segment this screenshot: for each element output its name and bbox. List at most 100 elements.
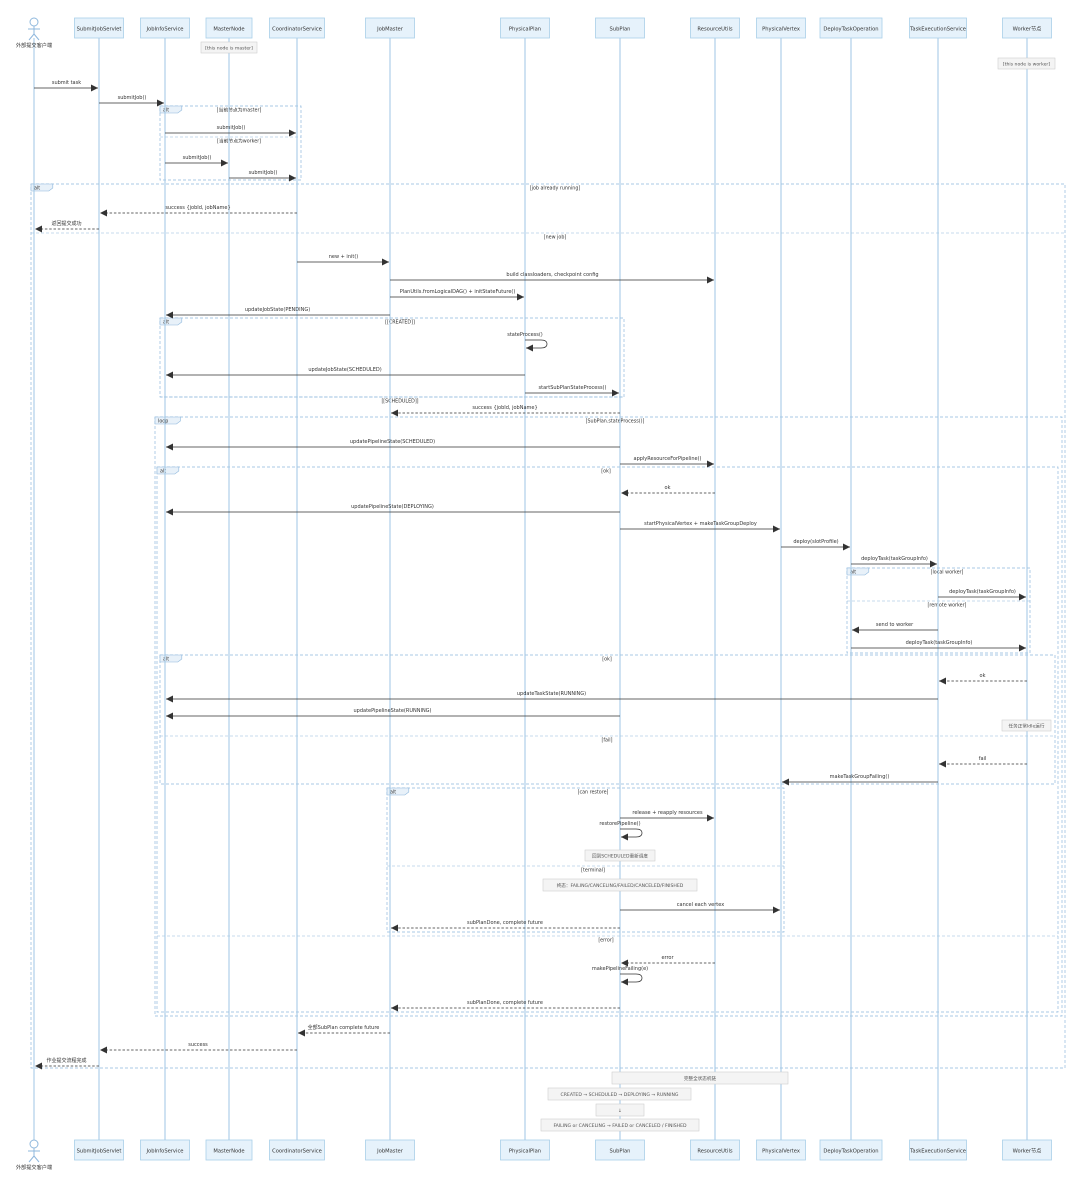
message: restorePipeline() <box>599 821 643 841</box>
message-label: startPhysicalVertex + makeTaskGroupDeplo… <box>644 521 757 527</box>
message: submitJob() <box>99 95 164 107</box>
message: fail <box>939 756 1027 768</box>
fragment-condition: [remote worker] <box>928 603 967 609</box>
participant-label: CoordinatorService <box>272 1149 322 1155</box>
fragment-condition: [fail] <box>601 738 612 744</box>
note-text: 完整全状态机链 <box>684 1075 717 1082</box>
message: updateJobState(SCHEDULED) <box>166 367 525 379</box>
fragment-loop: loop[SubPlan.stateProcess()] <box>154 416 1063 1017</box>
message-label: startSubPlanStateProcess() <box>539 385 607 391</box>
message: ok <box>939 673 1027 685</box>
actor-figure <box>28 1148 40 1163</box>
fragment-condition: [当前节点为worker] <box>217 138 261 145</box>
note-box <box>540 1118 700 1132</box>
participant-label: PhysicalPlan <box>509 27 541 33</box>
fragment-kind: alt <box>34 185 40 191</box>
note: [this node is master] <box>200 41 258 54</box>
message: subPlanDone, complete future <box>391 920 620 932</box>
participant-label: TaskExecutionService <box>909 27 966 33</box>
note: 回到SCHEDULED重新调度 <box>584 849 656 862</box>
participant-box <box>269 1139 325 1161</box>
fragment-condition: [error] <box>598 938 613 944</box>
message: send to worker <box>852 622 938 634</box>
message-label: success <box>188 1042 208 1048</box>
message-label: ok <box>665 485 671 491</box>
fragment-alt: alt[ok][error] <box>156 466 1059 1013</box>
message-label: updateJobState(PENDING) <box>245 307 310 313</box>
participant-box <box>269 17 325 39</box>
message: build classloaders, checkpoint config <box>390 272 714 284</box>
fragment-tag <box>156 466 180 475</box>
note-box <box>997 57 1056 70</box>
participant-deploy-bottom: DeployTaskOperation <box>819 1139 883 1161</box>
participant-label: Worker节点 <box>1013 1148 1042 1155</box>
message-label: submitJob() <box>217 125 246 131</box>
note-box <box>584 849 656 862</box>
participant-label: MasterNode <box>213 27 244 33</box>
message: 返回提交成功 <box>35 220 99 233</box>
participant-box <box>909 17 967 39</box>
note-text: [this node is master] <box>205 45 253 51</box>
fragment-tag <box>386 787 410 796</box>
message-label: release + reapply resources <box>632 810 703 816</box>
message: applyResourceForPipeline() <box>620 456 714 468</box>
participant-box <box>500 17 550 39</box>
fragment-frame <box>159 654 1056 785</box>
participant-box <box>365 1139 415 1161</box>
participant-client-top: 外部提交客户端 <box>16 17 52 49</box>
participant-jobmaster-top: JobMaster <box>365 17 415 39</box>
actor-head <box>29 1139 39 1149</box>
message: deployTask(taskGroupInfo) <box>851 640 1026 652</box>
note-box <box>595 1103 645 1117</box>
message: deployTask(taskGroupInfo) <box>938 589 1026 601</box>
fragment-condition: [ok] <box>602 657 612 663</box>
message-label: subPlanDone, complete future <box>467 920 543 926</box>
fragment-tag <box>846 567 870 576</box>
message-label: submitJob() <box>183 155 212 161</box>
message: updateJobState(PENDING) <box>166 307 390 319</box>
participant-label: JobMaster <box>376 1149 404 1155</box>
participant-box <box>140 17 190 39</box>
participant-master-bottom: MasterNode <box>205 1139 253 1161</box>
note-text: ↓ <box>618 1108 622 1114</box>
message-label: updateTaskState(RUNNING) <box>517 691 586 697</box>
participant-label: Worker节点 <box>1013 26 1042 33</box>
note: ↓ <box>595 1103 645 1117</box>
message: makePipelineFailing(e) <box>592 966 648 986</box>
note-box <box>1001 719 1052 732</box>
message: submitJob() <box>229 170 296 182</box>
message-label: deploy(slotProfile) <box>793 539 838 545</box>
message: success {jobId, jobName} <box>100 205 297 217</box>
participant-tes-top: TaskExecutionService <box>909 17 967 39</box>
message-label: submitJob() <box>249 170 278 176</box>
message: updatePipelineState(SCHEDULED) <box>166 439 620 451</box>
message: error <box>621 955 715 967</box>
participant-label: SubPlan <box>610 1149 631 1155</box>
participant-servlet-bottom: SubmitJobServlet <box>74 1139 124 1161</box>
fragment-tag <box>30 183 54 192</box>
participant-box <box>205 1139 253 1161</box>
message: deployTask(taskGroupInfo) <box>851 556 937 568</box>
fragment-kind: alt <box>163 319 169 325</box>
participant-tes-bottom: TaskExecutionService <box>909 1139 967 1161</box>
participant-vertex-top: PhysicalVertex <box>756 17 806 39</box>
participant-label: ResourceUtils <box>697 1149 733 1155</box>
message: stateProcess() <box>507 332 548 352</box>
note: 终态：FAILING/CANCELING/FAILED/CANCELED/FIN… <box>542 878 698 892</box>
message-label: ok <box>980 673 986 679</box>
participant-label: JobMaster <box>376 27 404 33</box>
message: submitJob() <box>165 155 228 167</box>
fragment-condition: [can restore] <box>578 790 609 796</box>
participant-label: SubmitJobServlet <box>77 27 122 33</box>
self-call-arrow <box>620 973 643 986</box>
message-label: success {jobId, jobName} <box>165 205 230 211</box>
message-label: fail <box>979 756 987 762</box>
message: submit task <box>34 80 98 92</box>
participant-label: SubmitJobServlet <box>77 1149 122 1155</box>
note-box <box>611 1071 789 1085</box>
message-label: success {jobId, jobName} <box>472 405 537 411</box>
note: [this node is worker] <box>997 57 1056 70</box>
fragment-condition: [ok] <box>601 469 611 475</box>
message-label: PlanUtils.fromLogicalDAG() + initStateFu… <box>400 289 516 295</box>
